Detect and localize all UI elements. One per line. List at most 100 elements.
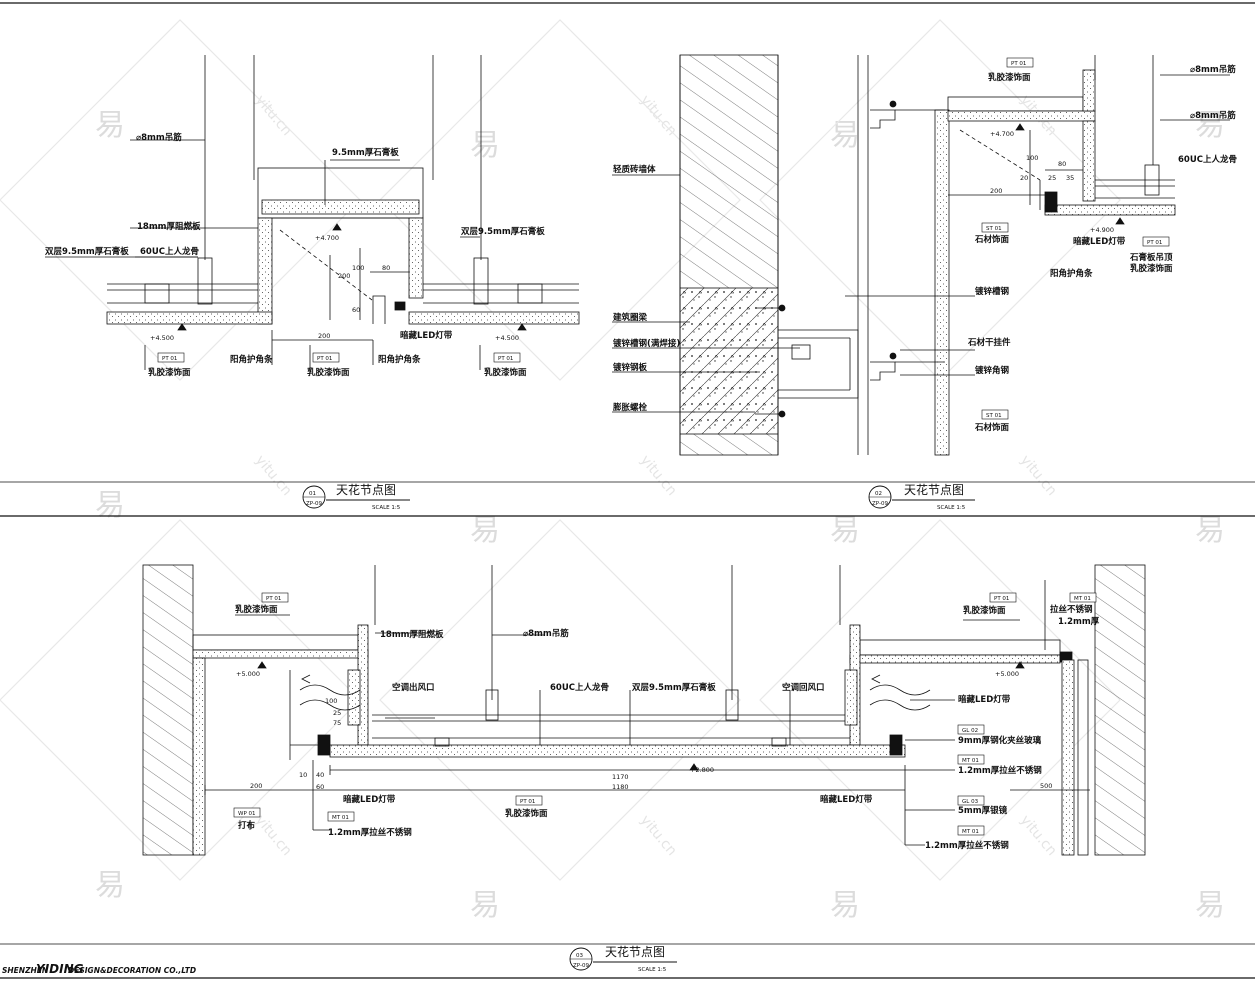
- label-led: 暗藏LED灯带: [958, 694, 1011, 705]
- watermark-site: yitu.cn: [637, 92, 680, 139]
- label-plywood: 18mm厚阻燃板: [137, 221, 201, 232]
- dim-text: 25: [333, 709, 341, 717]
- dim-text: 80: [1058, 160, 1066, 168]
- material-tag: [327, 811, 355, 822]
- label-led: 暗藏LED灯带: [400, 330, 453, 341]
- label-rod: ⌀8mm吊筋: [1190, 110, 1236, 121]
- material-tag: [981, 222, 1009, 233]
- label-stainless: 1.2mm厚拉丝不锈钢: [958, 765, 1042, 776]
- watermark-glyph: 易: [95, 108, 125, 143]
- material-tag-text: PT 01: [520, 799, 535, 805]
- material-tag: [1006, 57, 1034, 68]
- material-tag: [957, 754, 985, 765]
- label-stainless: 1.2mm厚拉丝不锈钢: [925, 840, 1009, 851]
- watermark-glyph: 易: [830, 118, 860, 153]
- detail-02-text: 轻质砖墙体 建筑圈梁 镀锌槽钢(满焊接) 镀锌钢板 膨胀螺栓 ⌀8mm吊筋 ⌀8…: [612, 57, 1237, 433]
- detail-scale: SCALE 1:5: [372, 505, 401, 511]
- label-stainless: 1.2mm厚拉丝不锈钢: [328, 827, 412, 838]
- material-tag-text: MT 01: [1074, 596, 1091, 602]
- material-tag: [1069, 592, 1097, 603]
- level-mark: +4.900: [1090, 226, 1114, 234]
- detail-number: 02: [875, 491, 882, 497]
- dim-text: 200: [990, 187, 1002, 195]
- label-latex: 乳胶漆饰面: [484, 367, 527, 378]
- detail-number: 03: [576, 953, 583, 959]
- detail-scale: SCALE 1:5: [937, 505, 966, 511]
- label-keel: 60UC上人龙骨: [140, 246, 199, 257]
- label-corner-guard-right: 阳角护角条: [378, 354, 421, 365]
- label-double-gypsum-right: 双层9.5mm厚石膏板: [461, 226, 545, 237]
- dim-text: 100: [325, 697, 337, 705]
- material-tag: [515, 795, 543, 806]
- label-latex: 乳胶漆饰面: [1130, 263, 1173, 274]
- level-mark: +5.000: [995, 670, 1019, 678]
- label-latex: 乳胶漆饰面: [307, 367, 350, 378]
- label-ac-outlet: 空调出风口: [392, 682, 435, 693]
- watermark-site: yitu.cn: [1017, 452, 1060, 499]
- label-keel: 60UC上人龙骨: [550, 682, 609, 693]
- detail-03-text: 乳胶漆饰面 18mm厚阻燃板 ⌀8mm吊筋 乳胶漆饰面 拉丝不锈钢 1.2mm厚…: [233, 592, 1100, 851]
- label-corner-guard: 阳角护角条: [230, 354, 273, 365]
- firm-name: SHENZHEN YIDING DESIGN&DECORATION CO.,LT…: [2, 962, 196, 976]
- material-tag: [493, 352, 521, 363]
- firm-brand: YIDING: [36, 962, 84, 976]
- dim-text: 35: [1066, 174, 1074, 182]
- label-stainless-thickness: 1.2mm厚: [1058, 617, 1100, 627]
- watermark-site: yitu.cn: [1017, 812, 1060, 859]
- material-tag: [957, 795, 985, 806]
- material-tag: [989, 592, 1017, 603]
- label-led: 暗藏LED灯带: [820, 794, 873, 805]
- watermark-glyph: 易: [95, 488, 125, 523]
- level-mark: +5.000: [236, 670, 260, 678]
- dim-text: 200: [318, 332, 330, 340]
- dim-text: 25: [1048, 174, 1056, 182]
- dim-text: 60: [316, 783, 324, 791]
- material-tag-text: PT 01: [317, 356, 332, 362]
- material-tag: [981, 409, 1009, 420]
- level-mark: +4.500: [150, 334, 174, 342]
- label-double-gypsum: 双层9.5mm厚石膏板: [632, 682, 716, 693]
- firm-suffix: DESIGN&DECORATION CO.,LTD: [68, 966, 196, 975]
- material-tag: [261, 592, 289, 603]
- label-stone-hanger: 石材干挂件: [967, 337, 1011, 348]
- material-tag-text: ST 01: [986, 226, 1002, 232]
- material-tag: [1142, 236, 1170, 247]
- watermark-glyph: 易: [1195, 108, 1225, 143]
- watermark-site: yitu.cn: [252, 92, 295, 139]
- label-stone-finish: 石材饰面: [974, 422, 1010, 433]
- dim-text: 10: [299, 771, 307, 779]
- detail-01: [45, 55, 580, 370]
- label-stainless: 拉丝不锈钢: [1050, 604, 1093, 615]
- material-tag: [157, 352, 185, 363]
- label-gypsum: 9.5mm厚石膏板: [332, 147, 399, 158]
- material-tag-text: PT 01: [162, 356, 177, 362]
- detail-number: 01: [309, 491, 316, 497]
- dim-text: 500: [1040, 782, 1052, 790]
- material-tag-text: GL 03: [962, 799, 979, 805]
- level-mark: +4.700: [990, 130, 1014, 138]
- title-block-01: 01 ZP-09 天花节点图 SCALE 1:5: [302, 482, 410, 511]
- material-tag-text: MT 01: [962, 758, 979, 764]
- level-mark: +2.800: [690, 766, 714, 774]
- dim-text: 1170: [612, 773, 629, 781]
- dim-text: 100: [352, 264, 364, 272]
- watermark-site: yitu.cn: [252, 812, 295, 859]
- sheet-number: ZP-09: [872, 501, 888, 507]
- level-mark: +4.500: [495, 334, 519, 342]
- dim-text: 1180: [612, 783, 629, 791]
- label-stone-finish: 石材饰面: [974, 234, 1010, 245]
- material-tag-text: MT 01: [962, 829, 979, 835]
- label-paint: 打布: [238, 820, 256, 831]
- firm-prefix: SHENZHEN: [2, 966, 49, 975]
- material-tag-text: GL 02: [962, 728, 978, 734]
- dim-text: 60: [352, 306, 360, 314]
- watermark-glyph: 易: [470, 888, 500, 923]
- detail-03: [142, 564, 1146, 856]
- label-ac-return: 空调回风口: [782, 682, 825, 693]
- label-led: 暗藏LED灯带: [1073, 236, 1126, 247]
- dim-text: 40: [316, 771, 324, 779]
- sheet-number: ZP-09: [306, 501, 322, 507]
- dim-text: 100: [1026, 154, 1038, 162]
- label-rod: ⌀8mm吊筋: [1190, 64, 1236, 75]
- dim-text: 80: [382, 264, 390, 272]
